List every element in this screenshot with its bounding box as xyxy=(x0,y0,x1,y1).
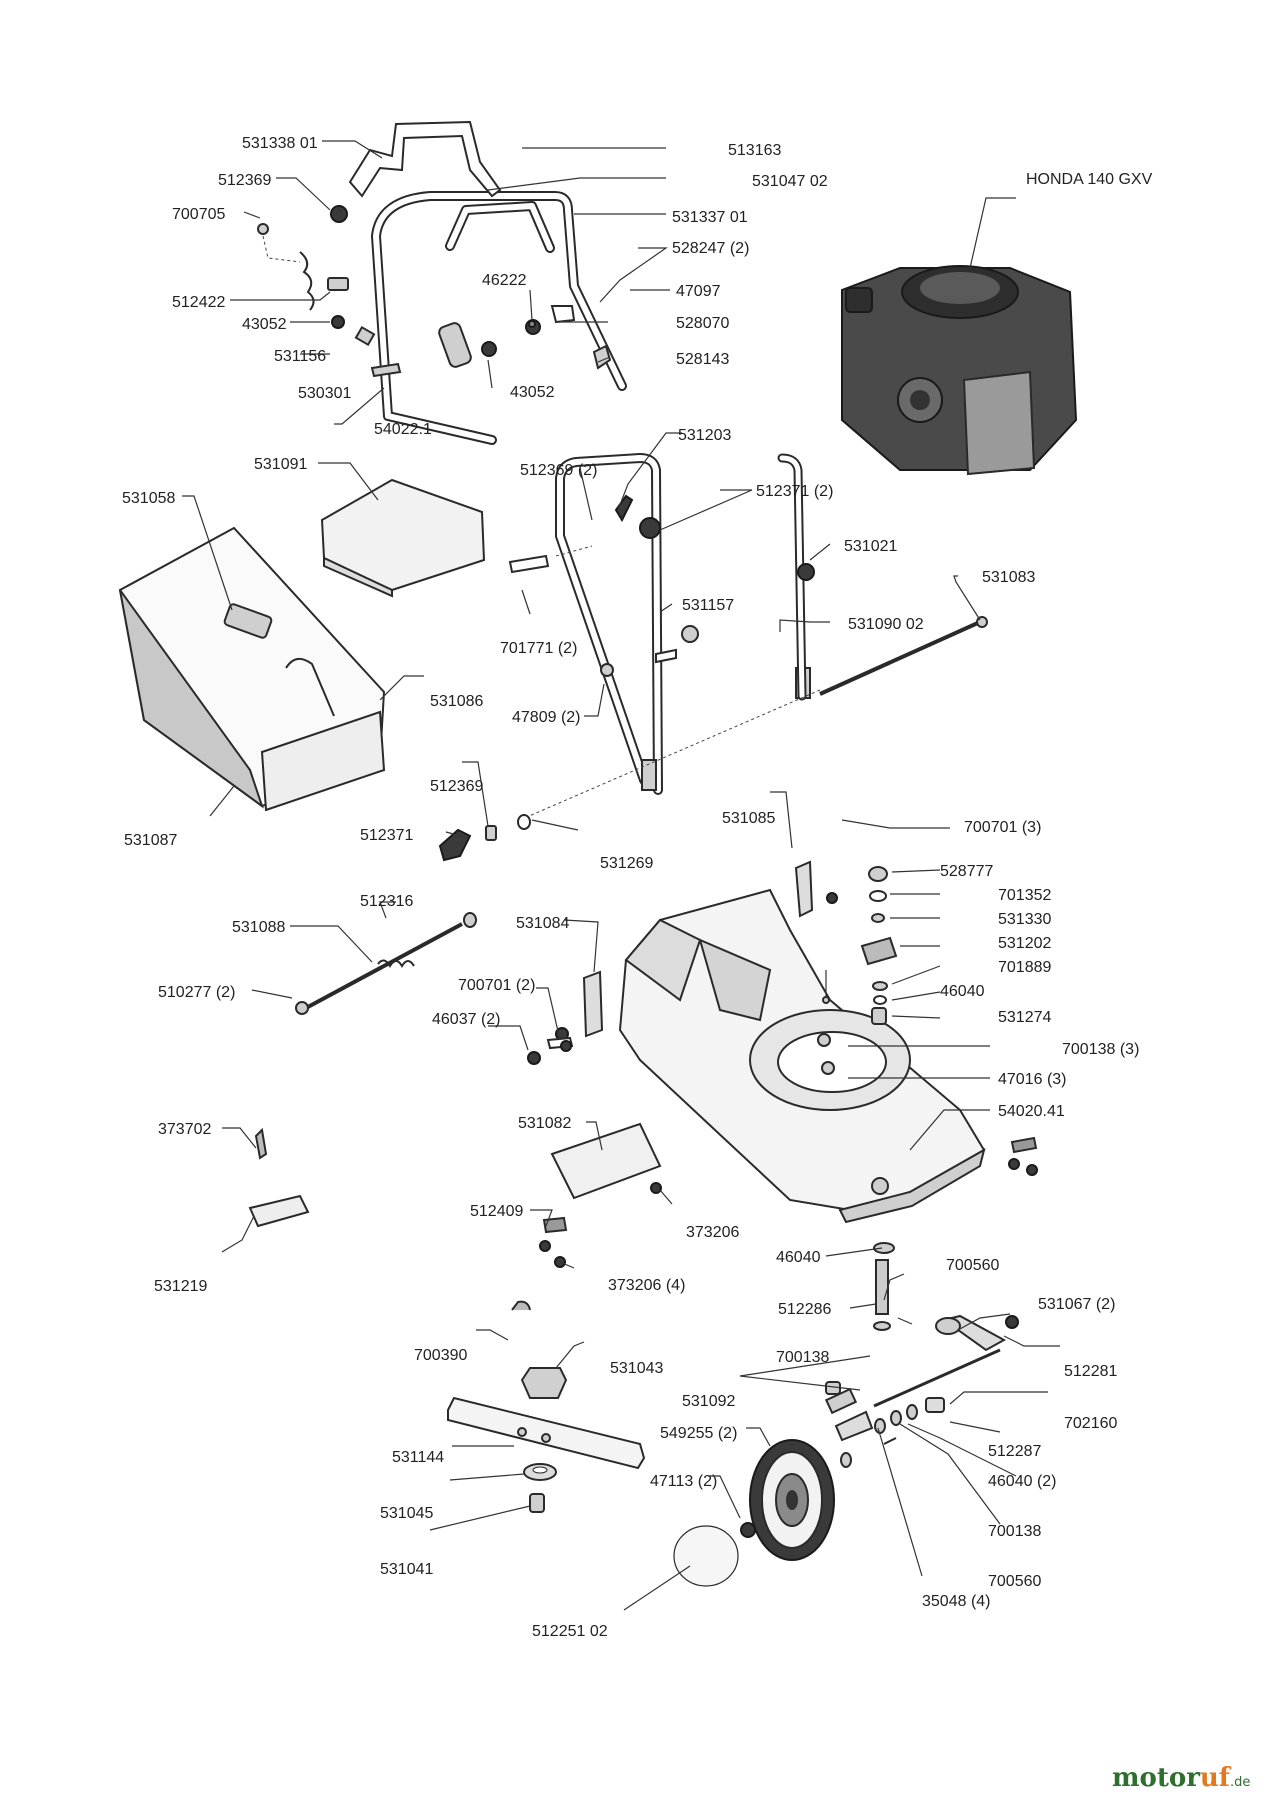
label-531085: 531085 xyxy=(722,810,775,827)
label-373702: 373702 xyxy=(158,1121,211,1138)
label-531330: 531330 xyxy=(998,911,1051,928)
label-46037: 46037 (2) xyxy=(432,1011,501,1028)
label-701771: 701771 (2) xyxy=(500,640,577,657)
label-35048: 35048 (4) xyxy=(922,1593,991,1610)
knob-drawing xyxy=(438,814,531,862)
label-531338: 531338 01 xyxy=(242,135,318,152)
label-531084: 531084 xyxy=(516,915,569,932)
label-43052-left: 43052 xyxy=(242,316,287,333)
label-530301: 530301 xyxy=(298,385,351,402)
label-46040-2: 46040 (2) xyxy=(988,1473,1057,1490)
label-531021: 531021 xyxy=(844,538,897,555)
label-531083: 531083 xyxy=(982,569,1035,586)
label-531144: 531144 xyxy=(392,1449,444,1466)
label-531088: 531088 xyxy=(232,919,285,936)
watermark-logo: motoruf.de xyxy=(1112,1763,1250,1793)
label-531274: 531274 xyxy=(998,1009,1051,1026)
label-47113: 47113 (2) xyxy=(650,1473,717,1490)
label-528143: 528143 xyxy=(676,351,729,368)
label-531090: 531090 02 xyxy=(848,616,924,633)
label-54020: 54020.41 xyxy=(998,1103,1065,1120)
left-small-parts-drawing xyxy=(257,205,402,378)
lower-handle-drawing xyxy=(508,453,821,821)
label-531043: 531043 xyxy=(610,1360,663,1377)
label-512281: 512281 xyxy=(1064,1363,1117,1380)
mulch-key-drawing xyxy=(248,1127,310,1228)
grass-box-drawing xyxy=(118,526,386,812)
label-700138-mid: 700138 xyxy=(776,1349,829,1366)
label-702160: 702160 xyxy=(1064,1415,1117,1432)
label-512251: 512251 02 xyxy=(532,1623,608,1640)
label-531202: 531202 xyxy=(998,935,1051,952)
label-46222: 46222 xyxy=(482,272,527,289)
label-531045: 531045 xyxy=(380,1505,433,1522)
label-531086: 531086 xyxy=(430,693,483,710)
label-531058: 531058 xyxy=(122,490,175,507)
wheel-drawing xyxy=(673,1439,835,1587)
label-512369-mid: 512369 (2) xyxy=(520,462,597,479)
label-512409: 512409 xyxy=(470,1203,523,1220)
label-54022: 54022.1 xyxy=(374,421,432,438)
label-512371-low: 512371 xyxy=(360,827,413,844)
label-43052-right: 43052 xyxy=(510,384,555,401)
label-700138-low: 700138 xyxy=(988,1523,1041,1540)
label-528777: 528777 xyxy=(940,863,993,880)
label-700560-low: 700560 xyxy=(988,1573,1041,1590)
label-531092: 531092 xyxy=(682,1393,735,1410)
grass-box-cover-drawing xyxy=(320,478,486,598)
flap-rod-drawing xyxy=(295,912,572,1065)
label-700701-2: 700701 (2) xyxy=(458,977,535,994)
blade-assembly-drawing xyxy=(447,1300,646,1513)
label-46040-mid: 46040 xyxy=(776,1249,821,1266)
label-531203: 531203 xyxy=(678,427,731,444)
label-512316: 512316 xyxy=(360,893,413,910)
engine-label: HONDA 140 GXV xyxy=(1026,171,1153,188)
label-701889: 701889 xyxy=(998,959,1051,976)
label-513163: 513163 xyxy=(728,142,781,159)
label-700701-3: 700701 (3) xyxy=(964,819,1041,836)
label-531156: 531156 xyxy=(274,348,326,365)
leader-lines xyxy=(182,140,1060,1611)
label-700390: 700390 xyxy=(414,1347,467,1364)
label-510277: 510277 (2) xyxy=(158,984,235,1001)
label-700705: 700705 xyxy=(172,206,225,223)
label-512422: 512422 xyxy=(172,294,225,311)
label-528247: 528247 (2) xyxy=(672,240,749,257)
label-512369-low: 512369 xyxy=(430,778,483,795)
label-531087: 531087 xyxy=(124,832,177,849)
label-531269: 531269 xyxy=(600,855,653,872)
label-373206-4: 373206 (4) xyxy=(608,1277,685,1294)
fastener-stack-drawing xyxy=(822,866,898,1025)
label-531082: 531082 xyxy=(518,1115,571,1132)
svg-text:motoruf.de: motoruf.de xyxy=(1112,1763,1250,1793)
label-531067: 531067 (2) xyxy=(1038,1296,1115,1313)
label-47016: 47016 (3) xyxy=(998,1071,1067,1088)
label-549255: 549255 (2) xyxy=(660,1425,737,1442)
label-512371-mid: 512371 (2) xyxy=(756,483,833,500)
label-531041: 531041 xyxy=(380,1561,433,1578)
upper-handle-drawing xyxy=(348,120,627,445)
label-47097: 47097 xyxy=(676,283,721,300)
label-46040-right: 46040 xyxy=(940,983,985,1000)
label-373206: 373206 xyxy=(686,1224,739,1241)
label-528070: 528070 xyxy=(676,315,729,332)
label-512369-top: 512369 xyxy=(218,172,271,189)
label-531157: 531157 xyxy=(682,597,734,614)
label-700560-top: 700560 xyxy=(946,1257,999,1274)
engine-drawing xyxy=(841,265,1078,476)
label-531091: 531091 xyxy=(254,456,307,473)
wheel-shaft-drawing xyxy=(873,1242,913,1331)
label-531219: 531219 xyxy=(154,1278,207,1295)
label-531047: 531047 02 xyxy=(752,173,828,190)
part-labels: 531338 01 513163 531047 02 512369 700705… xyxy=(122,135,1153,1640)
label-512287: 512287 xyxy=(988,1443,1041,1460)
label-701352: 701352 xyxy=(998,887,1051,904)
label-700138-3: 700138 (3) xyxy=(1062,1041,1139,1058)
label-531337: 531337 01 xyxy=(672,209,748,226)
mower-deck-drawing xyxy=(618,888,986,1224)
label-47809: 47809 (2) xyxy=(512,709,581,726)
label-512286: 512286 xyxy=(778,1301,831,1318)
